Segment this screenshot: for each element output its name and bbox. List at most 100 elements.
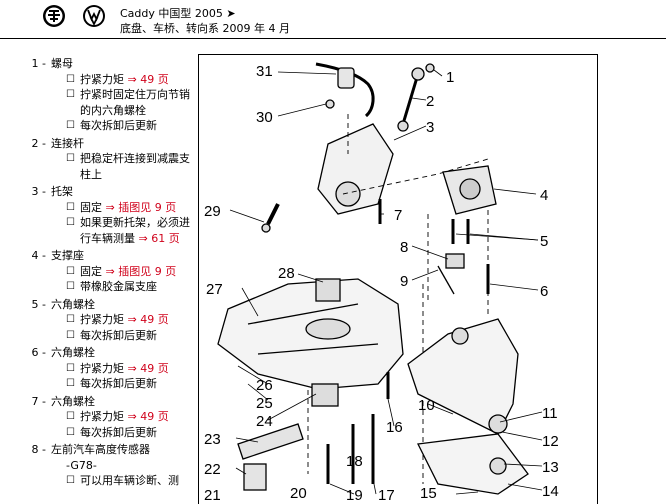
part-number: 8 -	[31, 443, 46, 456]
part-name: 螺母	[51, 57, 73, 70]
part-name: 六角螺栓	[51, 394, 95, 408]
part-item: 2 - 连接杆	[10, 136, 196, 152]
callout-29: 29	[204, 203, 221, 220]
part-item: 5 -六角螺栓	[10, 297, 196, 313]
page-ref-link[interactable]: ⇒ 49 页	[127, 72, 169, 86]
part-item: 4 - 支撑座	[10, 248, 196, 264]
part-number: 7 -	[31, 394, 46, 408]
callout-30: 30	[256, 109, 273, 126]
callout-28: 28	[278, 265, 295, 282]
note-text: 可以用车辆诊断、测	[80, 474, 179, 487]
title-line-1: Caddy 中国型 2005 ➤	[120, 7, 236, 20]
part-note: ☐每次拆卸后更新	[10, 376, 196, 392]
part-item: 3 - 托架	[10, 184, 196, 200]
callout-20: 20	[290, 485, 307, 502]
checkbox-bullet-icon: ☐	[66, 378, 75, 389]
checkbox-bullet-icon: ☐	[66, 153, 75, 164]
callout-9: 9	[400, 273, 408, 290]
callout-4: 4	[540, 187, 548, 204]
part-item: 1 - 螺母	[10, 56, 196, 72]
part-note: ☐ 拧紧时固定住万向节销的内六角螺栓	[10, 87, 196, 118]
note-text: 带橡胶金属支座	[80, 280, 157, 293]
connecting-rod	[401, 73, 420, 125]
page-ref-link[interactable]: ⇒ 49 页	[127, 410, 169, 423]
part-note: ☐ 固定 ⇒ 插图见 9 页	[10, 264, 196, 280]
note-text: 拧紧力矩	[80, 72, 128, 86]
callout-19: 19	[346, 487, 363, 504]
page-ref-link[interactable]: ⇒ 49 页	[127, 361, 169, 375]
part-name: 支撑座	[51, 249, 84, 262]
checkbox-bullet-icon: ☐	[66, 329, 75, 341]
callout-24: 24	[256, 413, 273, 430]
part-note: ☐ 带橡胶金属支座	[10, 279, 196, 295]
manual-title: Caddy 中国型 2005 ➤ 底盘、车桥、转向系 2009 年 4 月	[120, 6, 290, 36]
part-number: 3 -	[31, 185, 46, 198]
page-ref-link[interactable]: ⇒ 61 页	[138, 231, 180, 245]
note-text: 拧紧力矩	[80, 410, 128, 423]
part-note: ☐ 可以用车辆诊断、测	[10, 473, 196, 489]
checkbox-bullet-icon: ☐	[66, 120, 75, 131]
part-note: ☐每次拆卸后更新	[10, 425, 196, 441]
note-text: 固定	[80, 200, 106, 214]
part-note: ☐拧紧力矩 ⇒ 49 页	[10, 72, 196, 88]
part-note: ☐如果更新托架，必须进行车辆测量 ⇒ 61 页	[10, 215, 196, 246]
note-text: 每次拆卸后更新	[80, 119, 157, 132]
callout-2: 2	[426, 93, 434, 110]
callout-26: 26	[256, 377, 273, 394]
note-text: 拧紧力矩	[80, 313, 128, 326]
part-name: 托架	[51, 185, 73, 198]
callout-22: 22	[204, 461, 221, 478]
checkbox-bullet-icon: ☐	[66, 281, 75, 292]
callout-14: 14	[542, 483, 559, 500]
note-text: 固定	[80, 264, 106, 278]
stabilizer-bar	[315, 62, 375, 118]
header-divider	[0, 38, 666, 39]
callout-1: 1	[446, 69, 454, 86]
part-note: ☐ 每次拆卸后更新	[10, 118, 196, 134]
callout-25: 25	[256, 395, 273, 412]
page-ref-link[interactable]: ⇒ 49 页	[127, 313, 169, 326]
callout-18: 18	[346, 453, 363, 470]
page-ref-link[interactable]: ⇒ 插图见 9 页	[105, 264, 177, 278]
part-name: 六角螺栓	[51, 297, 95, 311]
callout-8: 8	[400, 239, 408, 256]
part-name: 连接杆	[51, 136, 84, 150]
checkbox-bullet-icon: ☐	[66, 475, 75, 486]
checkbox-bullet-icon: ☐	[66, 362, 75, 374]
callout-7: 7	[394, 207, 402, 224]
part-number: 2 -	[31, 136, 46, 150]
note-text: 把稳定杆连接到减震支柱上	[80, 152, 190, 181]
part-note: ☐ 固定 ⇒ 插图见 9 页	[10, 200, 196, 216]
checkbox-bullet-icon: ☐	[66, 201, 75, 213]
page-header: Caddy 中国型 2005 ➤ 底盘、车桥、转向系 2009 年 4 月	[0, 0, 666, 40]
part-number: 4 -	[31, 249, 46, 262]
part-item: 7 - 六角螺栓	[10, 394, 196, 410]
checkbox-bullet-icon: ☐	[66, 411, 75, 422]
checkbox-bullet-icon: ☐	[66, 314, 75, 325]
note-text: 每次拆卸后更新	[80, 328, 157, 342]
part-note: ☐ 每次拆卸后更新	[10, 328, 196, 344]
bar-bushing	[337, 67, 355, 89]
title-line-2: 底盘、车桥、转向系 2009 年 4 月	[120, 22, 290, 35]
callout-23: 23	[204, 431, 221, 448]
callout-16: 16	[386, 419, 403, 436]
part-number: 1 -	[31, 57, 46, 70]
callout-27: 27	[206, 281, 223, 298]
part-note: ☐ 拧紧力矩 ⇒ 49 页	[10, 409, 196, 425]
callout-11: 11	[542, 405, 558, 422]
note-text: 拧紧力矩	[80, 361, 128, 375]
part-note: ☐ 拧紧力矩 ⇒ 49 页	[10, 361, 196, 377]
callout-12: 12	[542, 433, 559, 450]
faw-logo-icon	[43, 5, 65, 27]
note-text: 拧紧时固定住万向节销的内六角螺栓	[80, 88, 190, 117]
page-ref-link[interactable]: ⇒ 插图见 9 页	[105, 200, 177, 214]
callout-17: 17	[378, 487, 395, 504]
checkbox-bullet-icon: ☐	[66, 265, 75, 277]
part-name: 左前汽车高度传感器	[51, 443, 150, 456]
suspension-exploded-diagram: 31 30 1 2 3 4 5 6 7 8 9 29 28 27 26 25 2…	[204, 62, 559, 504]
callout-15: 15	[420, 485, 437, 502]
callout-10: 10	[418, 397, 435, 414]
checkbox-bullet-icon: ☐	[66, 89, 75, 100]
callout-3: 3	[426, 119, 434, 136]
vw-logo-icon	[83, 5, 105, 27]
